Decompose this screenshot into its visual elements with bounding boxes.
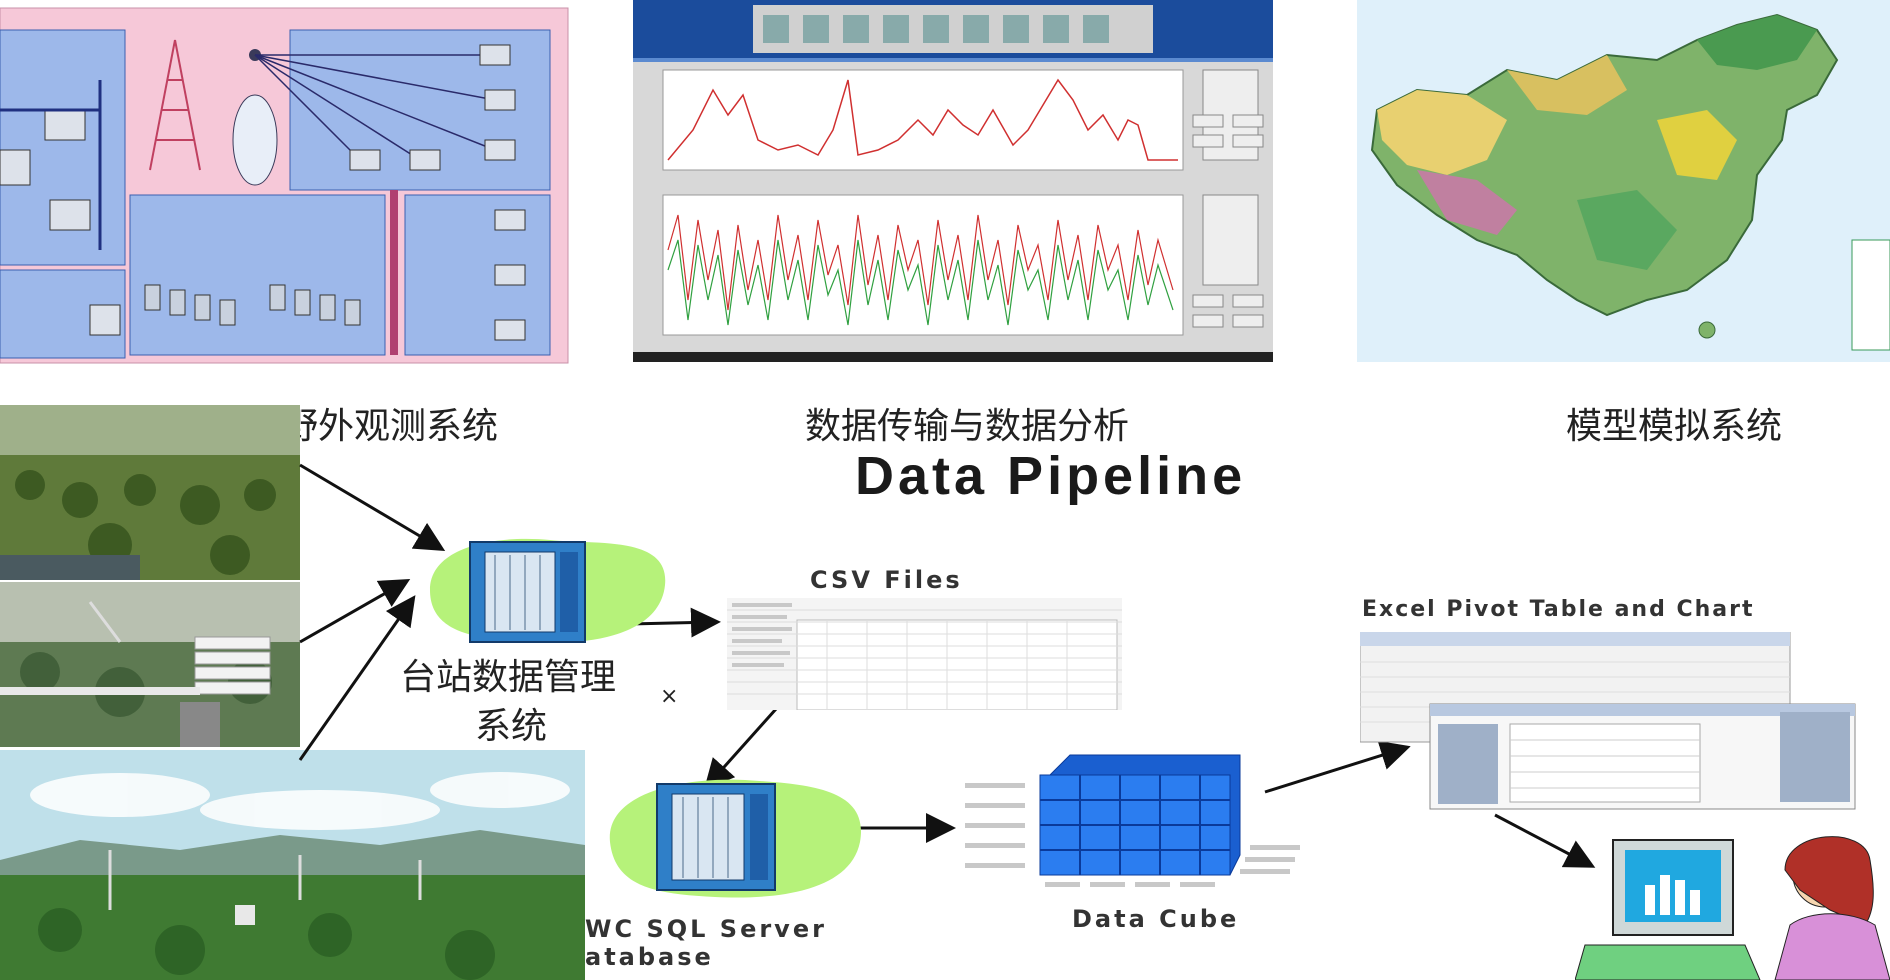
- caption-field-observation: 野外观测系统: [282, 406, 499, 447]
- sql-server-label-line1: WC SQL Server: [585, 915, 827, 943]
- field-station-photo: [0, 750, 585, 980]
- cross-mark: ×: [660, 684, 679, 709]
- field-observation-network-diagram: [0, 0, 570, 365]
- station-db-label: 台站数据管理: [400, 657, 617, 698]
- data-cube: [960, 745, 1320, 895]
- station-db-label-line2: 系统: [475, 706, 548, 747]
- sql-server-label-line2: atabase: [585, 943, 714, 971]
- excel-pivot-screenshots: [1360, 632, 1860, 812]
- forest-photo: [0, 405, 300, 580]
- weather-sensor-photo: [0, 582, 300, 747]
- data-cube-label: Data Cube: [1072, 905, 1240, 933]
- csv-files-label: CSV Files: [810, 566, 963, 594]
- china-model-map: [1357, 0, 1890, 362]
- caption-data-transfer: 数据传输与数据分析: [805, 406, 1130, 447]
- sql-server-database: [605, 772, 865, 902]
- caption-model-simulation: 模型模拟系统: [1566, 406, 1783, 447]
- user-at-computer-illustration: [1575, 830, 1890, 980]
- csv-files-thumbnail: [727, 598, 1122, 710]
- station-database-server: [410, 530, 670, 650]
- data-analysis-software-window: [633, 0, 1273, 362]
- excel-pivot-label: Excel Pivot Table and Chart: [1362, 597, 1755, 622]
- pipeline-title: Data Pipeline: [855, 446, 1247, 506]
